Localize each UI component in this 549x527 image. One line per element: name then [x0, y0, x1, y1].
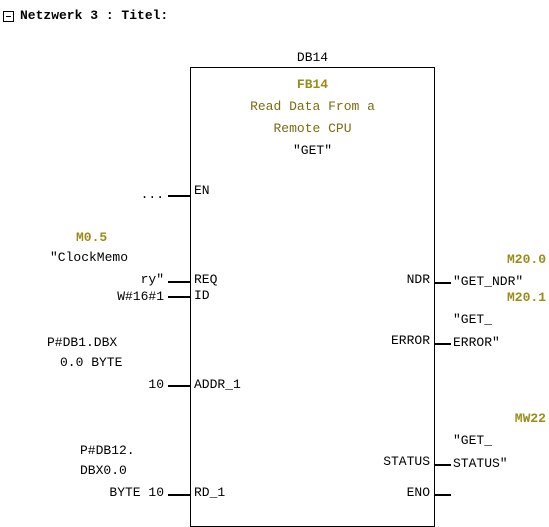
error-wire	[435, 343, 451, 345]
addr1-wire	[168, 385, 190, 387]
network-title: Netzwerk 3 : Titel:	[20, 8, 169, 23]
id-pin: ID	[194, 288, 210, 303]
ndr-wire	[435, 282, 451, 284]
req-symbol-line-2[interactable]: ry"	[140, 272, 164, 287]
status-wire	[435, 464, 451, 466]
req-wire	[168, 281, 190, 283]
req-address[interactable]: M0.5	[76, 230, 108, 245]
addr1-param-line-3[interactable]: 10	[148, 377, 164, 392]
ndr-pin: NDR	[406, 272, 430, 287]
en-wire	[168, 195, 190, 197]
rd1-param-line-1[interactable]: P#DB12.	[80, 443, 135, 458]
error-pin: ERROR	[390, 333, 430, 348]
function-block[interactable]	[190, 67, 435, 527]
ndr-symbol[interactable]: "GET_NDR"	[453, 274, 524, 289]
rd1-param-line-3[interactable]: BYTE 10	[109, 485, 164, 500]
instance-db-label[interactable]: DB14	[296, 50, 329, 65]
error-address[interactable]: M20.1	[506, 290, 546, 305]
req-pin: REQ	[194, 272, 218, 287]
addr1-pin: ADDR_1	[194, 377, 241, 392]
fb-description-line-1: Read Data From a	[250, 99, 375, 114]
rd1-param-line-2[interactable]: DBX0.0	[80, 463, 127, 478]
rd1-wire	[168, 494, 190, 496]
rd1-pin: RD_1	[194, 485, 226, 500]
en-pin: EN	[194, 183, 210, 198]
id-param[interactable]: W#16#1	[117, 289, 164, 304]
fb-name: FB14	[296, 77, 329, 92]
addr1-param-line-1[interactable]: P#DB1.DBX	[47, 335, 118, 350]
status-symbol-line-1[interactable]: "GET_	[453, 433, 493, 448]
error-symbol-line-1[interactable]: "GET_	[453, 312, 493, 327]
eno-pin: ENO	[406, 485, 430, 500]
status-pin: STATUS	[383, 454, 430, 469]
id-wire	[168, 296, 190, 298]
en-param[interactable]: ...	[140, 187, 164, 202]
error-symbol-line-2[interactable]: ERROR"	[453, 335, 500, 350]
req-symbol-line-1[interactable]: "ClockMemo	[50, 250, 129, 265]
eno-wire	[435, 494, 451, 496]
status-address[interactable]: MW22	[514, 411, 546, 426]
fb-description-line-2: Remote CPU	[273, 121, 352, 136]
addr1-param-line-2[interactable]: 0.0 BYTE	[60, 355, 123, 370]
ndr-address[interactable]: M20.0	[506, 252, 546, 267]
fb-symbol: "GET"	[292, 143, 332, 158]
status-symbol-line-2[interactable]: STATUS"	[453, 456, 508, 471]
minus-box-icon[interactable]	[3, 11, 14, 22]
